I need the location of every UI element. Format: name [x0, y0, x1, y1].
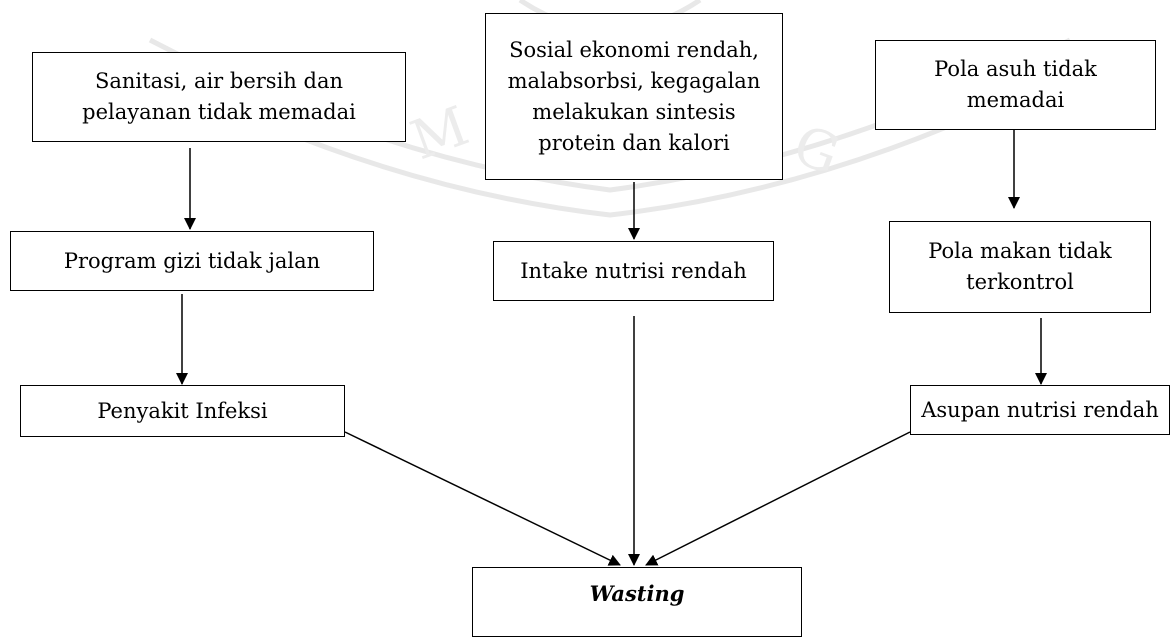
- node-sosial-ekonomi: Sosial ekonomi rendah, malabsorbsi, kega…: [485, 13, 783, 180]
- node-penyakit-infeksi: Penyakit Infeksi: [20, 385, 345, 437]
- node-program-gizi: Program gizi tidak jalan: [10, 231, 374, 291]
- node-pola-makan: Pola makan tidak terkontrol: [889, 221, 1151, 313]
- arrow-asupan-to-wasting: [645, 431, 911, 566]
- node-sanitasi: Sanitasi, air bersih dan pelayanan tidak…: [32, 52, 406, 142]
- node-pola-asuh: Pola asuh tidak memadai: [875, 40, 1156, 130]
- arrow-penyakit-to-wasting: [344, 431, 621, 566]
- node-wasting: Wasting: [472, 567, 802, 637]
- flowchart: M G Sanitasi, air bersih dan pelayanan t…: [10, 0, 1170, 637]
- node-asupan-nutrisi: Asupan nutrisi rendah: [910, 385, 1170, 435]
- node-intake-nutrisi: Intake nutrisi rendah: [493, 241, 774, 301]
- connector-layer: [176, 130, 1047, 566]
